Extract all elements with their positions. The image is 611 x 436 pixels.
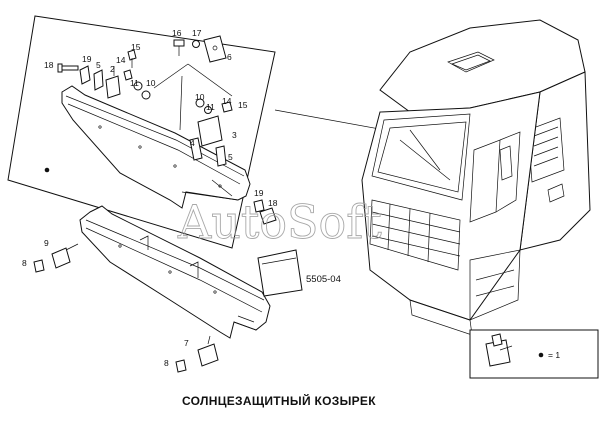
- callout-19-visor: 19: [254, 188, 264, 198]
- diagram-code: 5505-04: [306, 274, 341, 285]
- callout-15-low: 15: [238, 100, 248, 110]
- bullet-dot-icon: [44, 167, 50, 173]
- callout-11-low: 11: [206, 102, 215, 112]
- callout-16: 16: [172, 28, 182, 38]
- callout-3: 3: [232, 130, 237, 140]
- callout-10-low: 10: [195, 92, 205, 102]
- callout-9: 9: [44, 238, 49, 248]
- inset-leader-line: [274, 109, 386, 131]
- watermark: AutoSoft: [177, 195, 382, 249]
- callout-17: 17: [192, 28, 202, 38]
- callout-5-low: 5: [228, 152, 233, 162]
- callout-10-top: 10: [146, 78, 156, 88]
- callout-18-inset: 18: [44, 60, 54, 70]
- trim-plate-drawing: [257, 249, 303, 297]
- callout-7: 7: [184, 338, 189, 348]
- legend-bullet-icon: [538, 352, 544, 358]
- callout-4: 4: [190, 138, 195, 148]
- visor-detail-drawing: [61, 85, 251, 209]
- truck-cab-drawing: [361, 19, 591, 336]
- callout-19-inset: 19: [82, 54, 92, 64]
- diagram-caption: СОЛНЦЕЗАЩИТНЫЙ КОЗЫРЕК: [182, 393, 376, 408]
- bottom-clip-hardware: [175, 335, 219, 373]
- inset-hardware: [57, 35, 233, 167]
- callout-15-top: 15: [131, 42, 141, 52]
- callout-5-top: 5: [96, 60, 101, 70]
- callout-14-top: 14: [116, 55, 126, 65]
- inset-reference-icon: [485, 333, 513, 367]
- legend-equals: = 1: [548, 350, 560, 360]
- callout-2: 2: [110, 64, 115, 74]
- sun-visor-drawing: [79, 205, 271, 339]
- callout-14-low: 14: [222, 96, 232, 106]
- callout-6: 6: [227, 52, 232, 62]
- callout-18-visor: 18: [268, 198, 278, 208]
- legend-box: [469, 329, 599, 379]
- callout-11-top: 11: [130, 78, 139, 88]
- callout-8-left: 8: [22, 258, 27, 268]
- visor-end-hardware: [253, 199, 277, 225]
- detail-inset-frame: [7, 15, 276, 249]
- left-clip-hardware: [33, 243, 79, 273]
- callout-8-bottom: 8: [164, 358, 169, 368]
